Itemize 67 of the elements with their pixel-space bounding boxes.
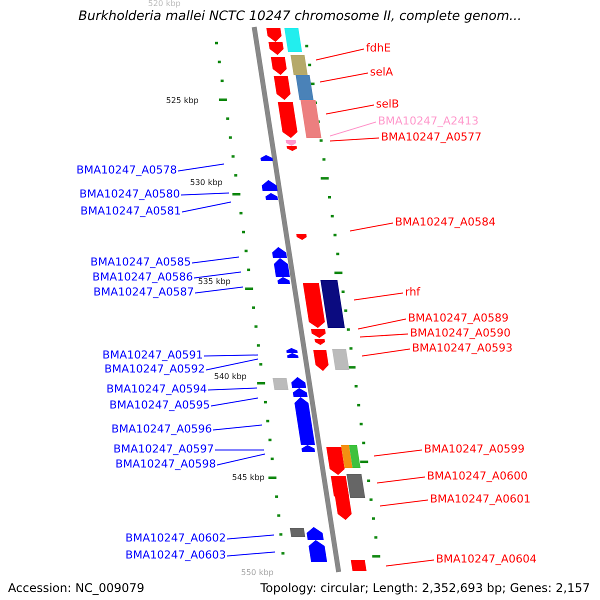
position-label: 525 kbp [166,96,199,105]
leader-line [212,424,262,430]
leader-line [330,138,380,142]
leader-line [358,318,406,330]
leader-line [180,192,230,196]
position-label: 535 kbp [198,277,231,286]
leader-line [204,354,258,356]
topology-text: Topology: circular; Length: 2,352,693 bp; Genes: 2,157 [260,581,590,595]
leader-line [182,202,232,212]
gene-label: BMA10247_A0594 [106,382,207,396]
leader-line [376,476,426,484]
gene-label: BMA10247_A0592 [104,362,205,376]
position-label: 520 kbp [148,0,181,8]
gene-label: BMA10247_A0587 [93,286,194,298]
leader-line [362,348,410,356]
leader-line [360,334,408,338]
gene-label: BMA10247_A0591 [102,348,203,362]
gene-label: BMA10247_A0600 [427,470,528,482]
leader-line [380,500,428,506]
gene-label: rhf [405,286,420,298]
gene-label: fdhE [366,42,391,54]
leader-line [208,388,258,390]
position-label: 540 kbp [214,372,247,381]
gene-label: BMA10247_A0601 [430,492,531,506]
gene-label: BMA10247_A0593 [412,342,513,354]
leader-line [326,104,374,114]
leader-line [374,450,422,456]
leader-line [330,122,376,136]
position-label: 545 kbp [232,473,265,482]
gene-label: BMA10247_A0586 [92,270,193,284]
leader-line [226,552,276,556]
leader-line [386,560,434,566]
gene-label: BMA10247_A0580 [79,188,180,200]
position-label: 550 kbp [241,568,274,577]
leader-line [192,256,240,264]
leader-line [316,48,364,60]
leader-line [194,272,242,278]
accession-text: Accession: NC_009079 [8,581,144,595]
gene-label: BMA10247_A0577 [381,130,482,144]
leader-line [350,222,394,232]
leader-line [194,286,244,294]
leader-line [210,398,258,406]
leader-line [178,164,224,172]
gene-label: selA [370,66,394,78]
gene-label: BMA10247_A0590 [410,326,511,340]
gene-label: BMA10247_A0596 [111,422,212,436]
gene-label: BMA10247_A0599 [424,442,525,456]
gene-label: BMA10247_A0604 [436,552,537,566]
leader-line [354,292,404,300]
gene-label: BMA10247_A0598 [115,458,216,470]
position-label: 530 kbp [190,178,223,187]
gene-label: BMA10247_A0603 [125,548,226,562]
gene-label: BMA10247_A0584 [395,216,496,228]
map-title: Burkholderia mallei NCTC 10247 chromosome II, complete genom... [77,9,523,24]
leader-line [216,454,266,466]
gene-label: BMA10247_A0597 [113,442,214,456]
gene-label: BMA10247_A0595 [109,398,210,412]
leader-line [206,358,258,370]
gene-label: BMA10247_A2413 [378,114,479,128]
gene-label: BMA10247_A0585 [90,256,191,268]
gene-label: selB [376,98,400,110]
gene-label: BMA10247_A0581 [80,204,181,218]
leader-line [320,72,368,82]
gene-label: BMA10247_A0602 [125,532,226,544]
leader-line [226,534,274,540]
gene-label: BMA10247_A0578 [76,164,177,176]
gene-label: BMA10247_A0589 [408,312,509,324]
